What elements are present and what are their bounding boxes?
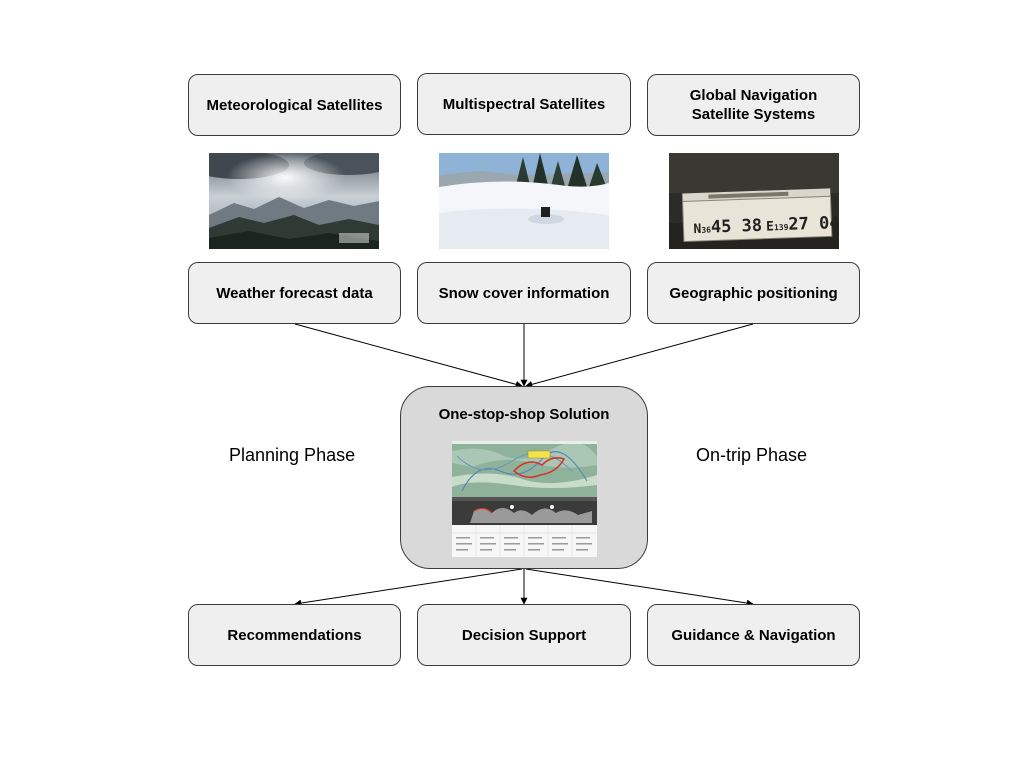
multispectral-satellites-label: Multispectral Satellites xyxy=(442,95,606,113)
gnss-box: Global Navigation Satellite Systems xyxy=(647,74,860,136)
snow-cover-box: Snow cover information xyxy=(417,262,631,324)
one-stop-shop-solution: One-stop-shop Solution xyxy=(400,386,648,569)
gnss-label-line2: Satellite Systems xyxy=(691,106,816,123)
planning-phase-label: Planning Phase xyxy=(229,445,356,465)
gps-e-sub: 139 xyxy=(774,223,789,233)
gps-e-prefix: E xyxy=(766,219,774,234)
decision-support-label: Decision Support xyxy=(461,626,587,644)
arrow-center-to-recommendations xyxy=(294,568,523,607)
guidance-navigation-label: Guidance & Navigation xyxy=(671,626,836,644)
gps-n-value: 45 38 xyxy=(711,216,763,238)
app-screenshot xyxy=(452,441,597,557)
gps-e-value: 27 04 xyxy=(788,213,839,235)
recommendations-box: Recommendations xyxy=(188,604,401,666)
weather-forecast-label: Weather forecast data xyxy=(216,284,373,302)
on-trip-phase-label: On-trip Phase xyxy=(696,445,808,465)
guidance-navigation-box: Guidance & Navigation xyxy=(647,604,860,666)
geographic-positioning-box: Geographic positioning xyxy=(647,262,860,324)
meteorological-satellites-box: Meteorological Satellites xyxy=(188,74,401,136)
snow-cover-label: Snow cover information xyxy=(438,284,610,302)
arrow-positioning-to-center xyxy=(525,323,754,388)
recommendations-label: Recommendations xyxy=(227,626,362,644)
multispectral-satellites-box: Multispectral Satellites xyxy=(417,73,631,135)
arrow-center-to-guidance xyxy=(525,568,754,607)
meteorological-satellites-label: Meteorological Satellites xyxy=(206,96,383,114)
gnss-label-line1: Global Navigation xyxy=(689,87,818,104)
solution-title: One-stop-shop Solution xyxy=(438,406,610,423)
decision-support-box: Decision Support xyxy=(417,604,631,666)
weather-photo xyxy=(209,153,379,249)
geographic-positioning-label: Geographic positioning xyxy=(669,284,838,302)
gps-n-sub: 36 xyxy=(701,226,711,235)
gps-n-prefix: N xyxy=(693,222,702,237)
arrow-weather-to-center xyxy=(294,323,523,388)
weather-forecast-box: Weather forecast data xyxy=(188,262,401,324)
snow-photo xyxy=(439,153,609,249)
